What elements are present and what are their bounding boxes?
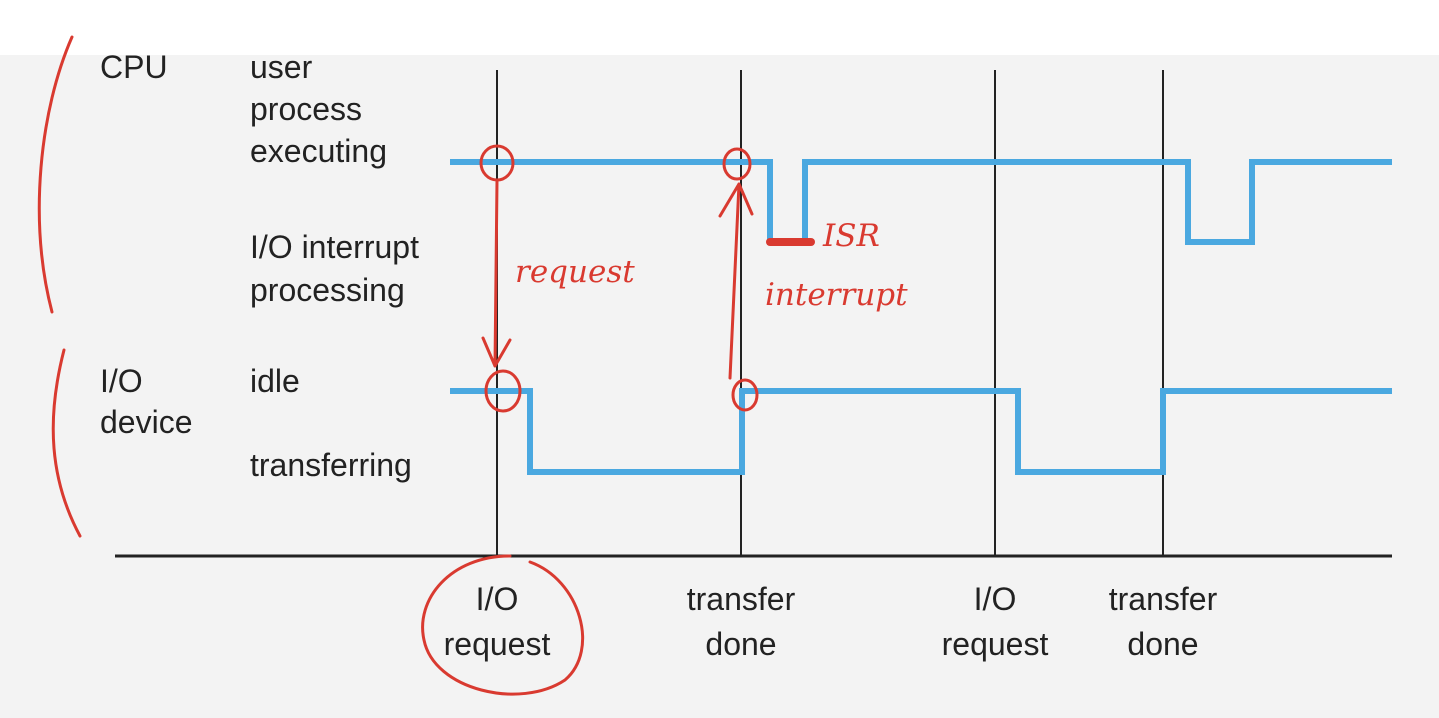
cpu-state-executing-line1: user: [250, 49, 313, 85]
event-3-line2: request: [942, 626, 1049, 662]
cpu-state-interrupt-line2: processing: [250, 272, 405, 308]
interrupt-arrow: [718, 182, 754, 380]
cpu-state-interrupt-line1: I/O interrupt: [250, 229, 419, 265]
annotation-request: request: [515, 254, 635, 290]
annotation-interrupt: interrupt: [765, 277, 908, 313]
io-label-line2: device: [100, 404, 193, 440]
cpu-label: CPU: [100, 49, 168, 85]
event-2-line1: transfer: [687, 581, 796, 617]
event-3-line1: I/O: [974, 581, 1017, 617]
circle-io-done: [731, 378, 759, 412]
circle-io-request-label: [421, 554, 585, 696]
io-state-idle: idle: [250, 363, 300, 399]
event-4-line2: done: [1127, 626, 1198, 662]
diagram-background: [0, 55, 1439, 718]
io-state-transferring: transferring: [250, 447, 412, 483]
io-group-brace: [51, 348, 82, 538]
request-arrow: [481, 179, 512, 368]
event-4-line1: transfer: [1109, 581, 1218, 617]
io-label-line1: I/O: [100, 363, 143, 399]
event-1-line2: request: [444, 626, 551, 662]
cpu-signal: [450, 159, 1392, 245]
io-signal: [450, 388, 1392, 475]
cpu-state-executing-line3: executing: [250, 133, 387, 169]
cpu-group-brace: [37, 35, 74, 314]
annotation-isr: ISR: [822, 218, 880, 254]
event-1-line1: I/O: [476, 581, 519, 617]
circle-cpu-done: [722, 147, 752, 181]
circle-io-request: [484, 369, 522, 413]
cpu-state-executing-line2: process: [250, 91, 362, 127]
event-2-line2: done: [705, 626, 776, 662]
